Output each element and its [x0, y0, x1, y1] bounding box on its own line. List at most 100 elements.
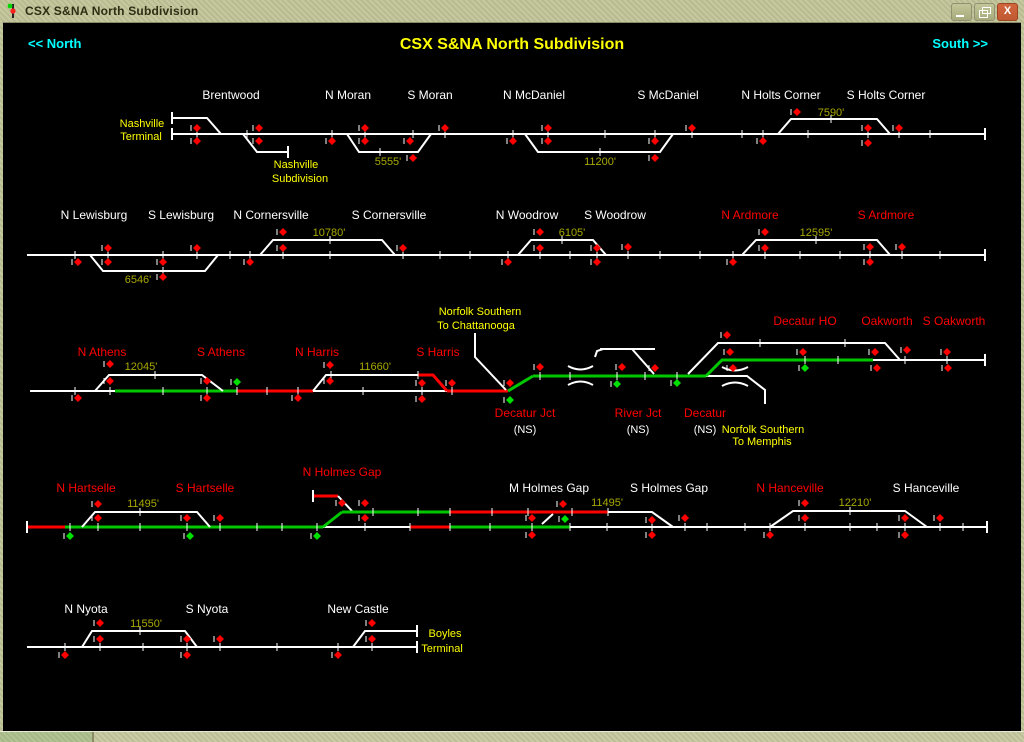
- signal-red-icon[interactable]: [103, 377, 114, 385]
- signal-red-icon[interactable]: [898, 514, 909, 522]
- signal-red-icon[interactable]: [645, 531, 656, 539]
- signal-red-icon[interactable]: [940, 348, 951, 356]
- signal-red-icon[interactable]: [621, 243, 632, 251]
- signal-green-icon[interactable]: [610, 380, 621, 388]
- signal-red-icon[interactable]: [365, 635, 376, 643]
- signal-red-icon[interactable]: [533, 244, 544, 252]
- minimize-icon[interactable]: [951, 3, 972, 21]
- signal-red-icon[interactable]: [541, 137, 552, 145]
- window-titlebar[interactable]: CSX S&NA North Subdivision X: [0, 0, 1024, 23]
- signal-green-icon[interactable]: [310, 532, 321, 540]
- signal-red-icon[interactable]: [525, 531, 536, 539]
- signal-red-icon[interactable]: [590, 244, 601, 252]
- signal-red-icon[interactable]: [213, 635, 224, 643]
- signal-red-icon[interactable]: [200, 394, 211, 402]
- signal-red-icon[interactable]: [506, 137, 517, 145]
- signal-red-icon[interactable]: [438, 124, 449, 132]
- signal-red-icon[interactable]: [798, 514, 809, 522]
- signal-red-icon[interactable]: [503, 379, 514, 387]
- signal-red-icon[interactable]: [445, 379, 456, 387]
- signal-red-icon[interactable]: [358, 137, 369, 145]
- signal-red-icon[interactable]: [756, 137, 767, 145]
- signal-red-icon[interactable]: [900, 346, 911, 354]
- signal-red-icon[interactable]: [501, 258, 512, 266]
- signal-red-icon[interactable]: [358, 514, 369, 522]
- signal-red-icon[interactable]: [870, 364, 881, 372]
- signal-red-icon[interactable]: [180, 514, 191, 522]
- signal-red-icon[interactable]: [895, 243, 906, 251]
- signal-red-icon[interactable]: [403, 137, 414, 145]
- signal-red-icon[interactable]: [941, 364, 952, 372]
- signal-red-icon[interactable]: [590, 258, 601, 266]
- signal-red-icon[interactable]: [331, 651, 342, 659]
- signal-red-icon[interactable]: [533, 228, 544, 236]
- signal-red-icon[interactable]: [723, 348, 734, 356]
- signal-green-icon[interactable]: [63, 532, 74, 540]
- signal-red-icon[interactable]: [358, 499, 369, 507]
- north-nav-link[interactable]: << North: [28, 36, 82, 51]
- signal-red-icon[interactable]: [763, 531, 774, 539]
- signal-red-icon[interactable]: [180, 651, 191, 659]
- signal-red-icon[interactable]: [323, 377, 334, 385]
- signal-red-icon[interactable]: [276, 228, 287, 236]
- signal-red-icon[interactable]: [93, 619, 104, 627]
- signal-red-icon[interactable]: [798, 499, 809, 507]
- signal-red-icon[interactable]: [533, 363, 544, 371]
- signal-red-icon[interactable]: [415, 379, 426, 387]
- signal-red-icon[interactable]: [678, 514, 689, 522]
- signal-red-icon[interactable]: [396, 244, 407, 252]
- signal-green-icon[interactable]: [503, 396, 514, 404]
- signal-red-icon[interactable]: [415, 395, 426, 403]
- signal-green-icon[interactable]: [798, 364, 809, 372]
- signal-red-icon[interactable]: [868, 348, 879, 356]
- signal-red-icon[interactable]: [406, 154, 417, 162]
- signal-red-icon[interactable]: [726, 258, 737, 266]
- signal-red-icon[interactable]: [863, 258, 874, 266]
- signal-red-icon[interactable]: [93, 635, 104, 643]
- signal-red-icon[interactable]: [58, 651, 69, 659]
- restore-icon[interactable]: [974, 3, 995, 21]
- signal-red-icon[interactable]: [758, 228, 769, 236]
- signal-red-icon[interactable]: [358, 124, 369, 132]
- signal-red-icon[interactable]: [892, 124, 903, 132]
- signal-red-icon[interactable]: [291, 394, 302, 402]
- signal-red-icon[interactable]: [156, 258, 167, 266]
- signal-green-icon[interactable]: [670, 379, 681, 387]
- signal-red-icon[interactable]: [796, 348, 807, 356]
- signal-red-icon[interactable]: [91, 514, 102, 522]
- signal-red-icon[interactable]: [252, 137, 263, 145]
- signal-red-icon[interactable]: [252, 124, 263, 132]
- signal-red-icon[interactable]: [726, 364, 737, 372]
- close-icon[interactable]: X: [997, 3, 1018, 21]
- signal-red-icon[interactable]: [156, 273, 167, 281]
- signal-red-icon[interactable]: [790, 108, 801, 116]
- signal-red-icon[interactable]: [861, 124, 872, 132]
- signal-red-icon[interactable]: [213, 514, 224, 522]
- signal-red-icon[interactable]: [648, 137, 659, 145]
- signal-red-icon[interactable]: [861, 139, 872, 147]
- signal-red-icon[interactable]: [190, 124, 201, 132]
- signal-red-icon[interactable]: [323, 361, 334, 369]
- signal-red-icon[interactable]: [648, 364, 659, 372]
- signal-red-icon[interactable]: [685, 124, 696, 132]
- signal-red-icon[interactable]: [71, 258, 82, 266]
- signal-red-icon[interactable]: [556, 500, 567, 508]
- signal-red-icon[interactable]: [365, 619, 376, 627]
- signal-green-icon[interactable]: [183, 532, 194, 540]
- signal-red-icon[interactable]: [898, 531, 909, 539]
- signal-red-icon[interactable]: [863, 243, 874, 251]
- signal-red-icon[interactable]: [325, 137, 336, 145]
- signal-red-icon[interactable]: [933, 514, 944, 522]
- signal-red-icon[interactable]: [101, 244, 112, 252]
- signal-red-icon[interactable]: [71, 394, 82, 402]
- signal-red-icon[interactable]: [615, 363, 626, 371]
- signal-red-icon[interactable]: [190, 137, 201, 145]
- signal-red-icon[interactable]: [335, 499, 346, 507]
- signal-red-icon[interactable]: [200, 377, 211, 385]
- signal-green-icon[interactable]: [558, 515, 569, 523]
- signal-red-icon[interactable]: [645, 516, 656, 524]
- signal-red-icon[interactable]: [101, 258, 112, 266]
- signal-red-icon[interactable]: [720, 331, 731, 339]
- signal-green-icon[interactable]: [230, 378, 241, 386]
- signal-red-icon[interactable]: [91, 500, 102, 508]
